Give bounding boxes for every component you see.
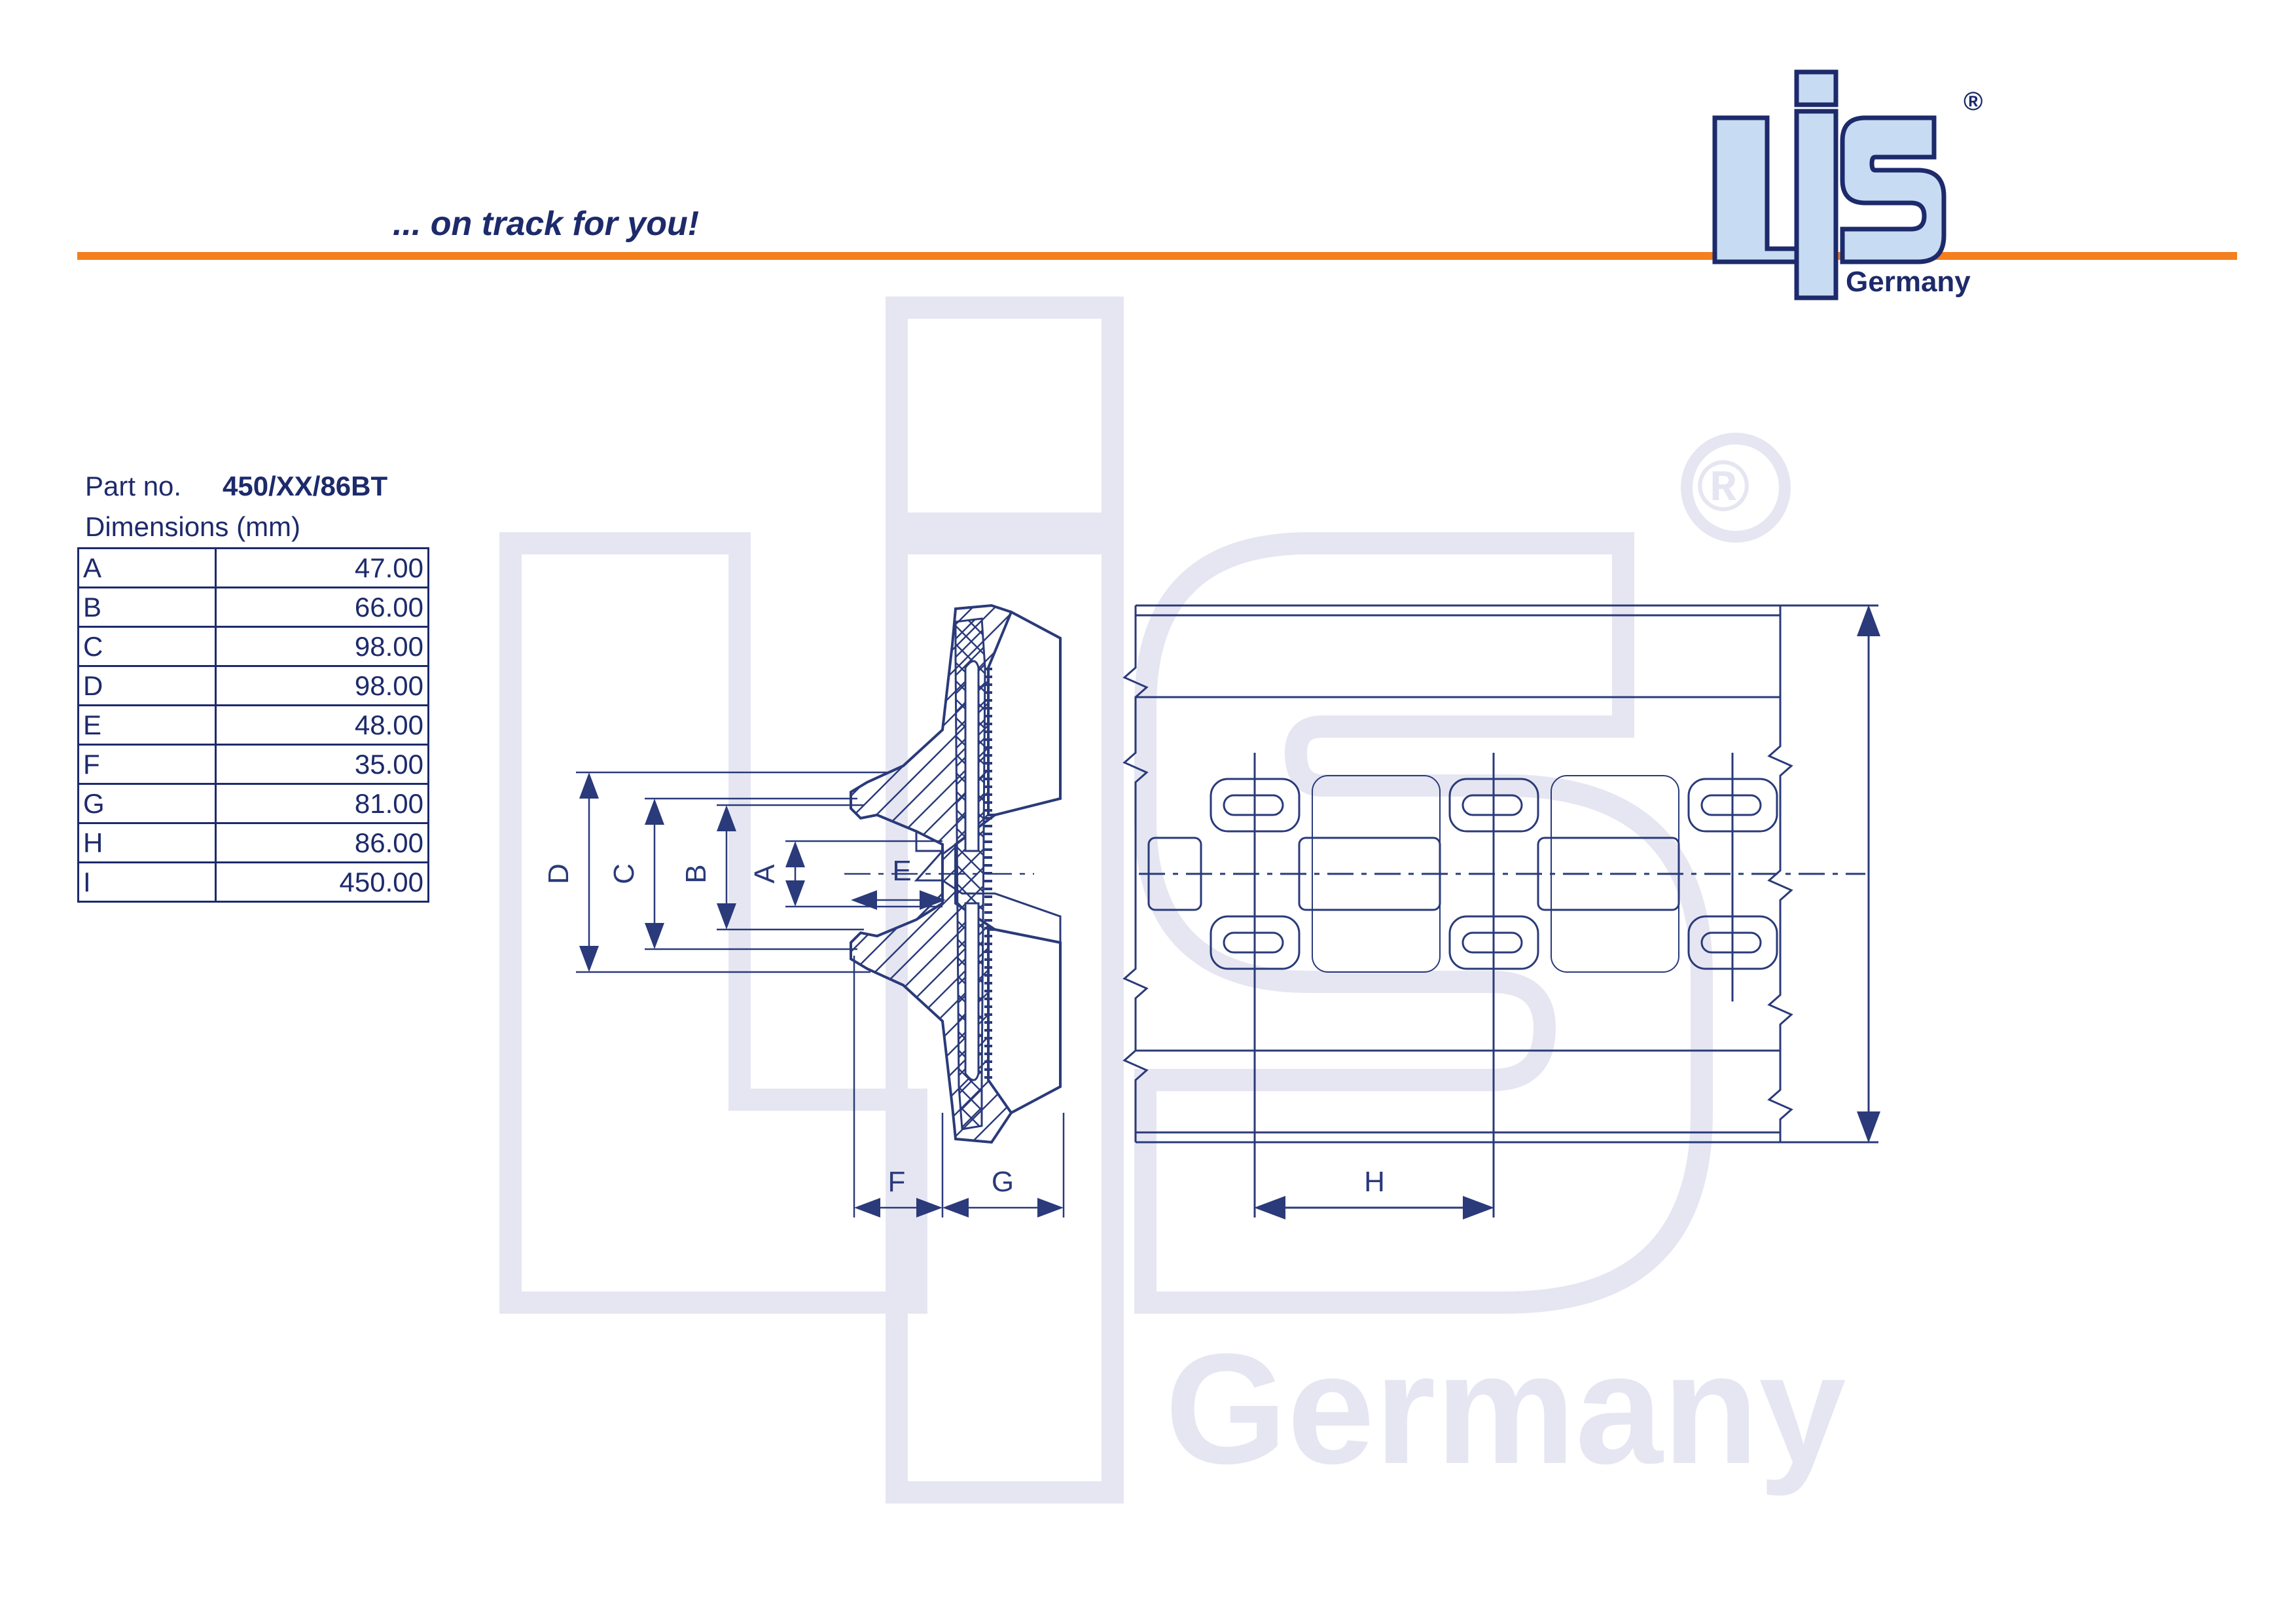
logo-registered: ®: [1964, 87, 1982, 116]
orange-divider: [77, 252, 2237, 260]
dimension-key: B: [77, 586, 217, 628]
dimension-key: D: [77, 665, 217, 706]
dimension-key: G: [77, 783, 217, 824]
watermark-text: Germany: [1165, 1321, 1846, 1496]
label-h: H: [1364, 1166, 1385, 1198]
dimension-value: 48.00: [215, 704, 429, 746]
part-label: Part no.: [85, 471, 182, 501]
dimension-value: 81.00: [215, 783, 429, 824]
label-b: B: [680, 864, 712, 883]
watermark-registered: ®: [1696, 446, 1749, 526]
dimension-value: 450.00: [215, 861, 429, 903]
dimension-value: 98.00: [215, 626, 429, 667]
dimension-key: F: [77, 744, 217, 785]
label-a: A: [749, 864, 781, 884]
dimension-labels: D C B A E F G H: [543, 855, 1385, 1198]
label-c: C: [608, 863, 640, 884]
dimensions-heading: Dimensions (mm): [85, 511, 301, 542]
dimension-key: H: [77, 822, 217, 863]
dimension-value: 66.00: [215, 586, 429, 628]
tagline: ... on track for you!: [393, 205, 700, 243]
dimension-key: A: [77, 547, 217, 588]
dimension-lines-left: [576, 771, 1065, 1218]
lis-logo: ® Germany: [1712, 69, 1982, 300]
label-g: G: [992, 1166, 1014, 1198]
label-e: E: [892, 855, 911, 887]
dimension-value: 98.00: [215, 665, 429, 706]
dimension-value: 47.00: [215, 547, 429, 588]
label-f: F: [888, 1166, 906, 1198]
dimension-value: 86.00: [215, 822, 429, 863]
dimension-value: 35.00: [215, 744, 429, 785]
dimension-key: E: [77, 704, 217, 746]
label-d: D: [543, 863, 575, 884]
dimension-key: C: [77, 626, 217, 667]
track-plan-view: [1122, 604, 1880, 1219]
part-number-line: Part no. 450/XX/86BT: [77, 466, 429, 507]
dimension-key: I: [77, 861, 217, 903]
part-number: 450/XX/86BT: [223, 471, 388, 501]
logo-subtitle: Germany: [1846, 266, 1971, 298]
